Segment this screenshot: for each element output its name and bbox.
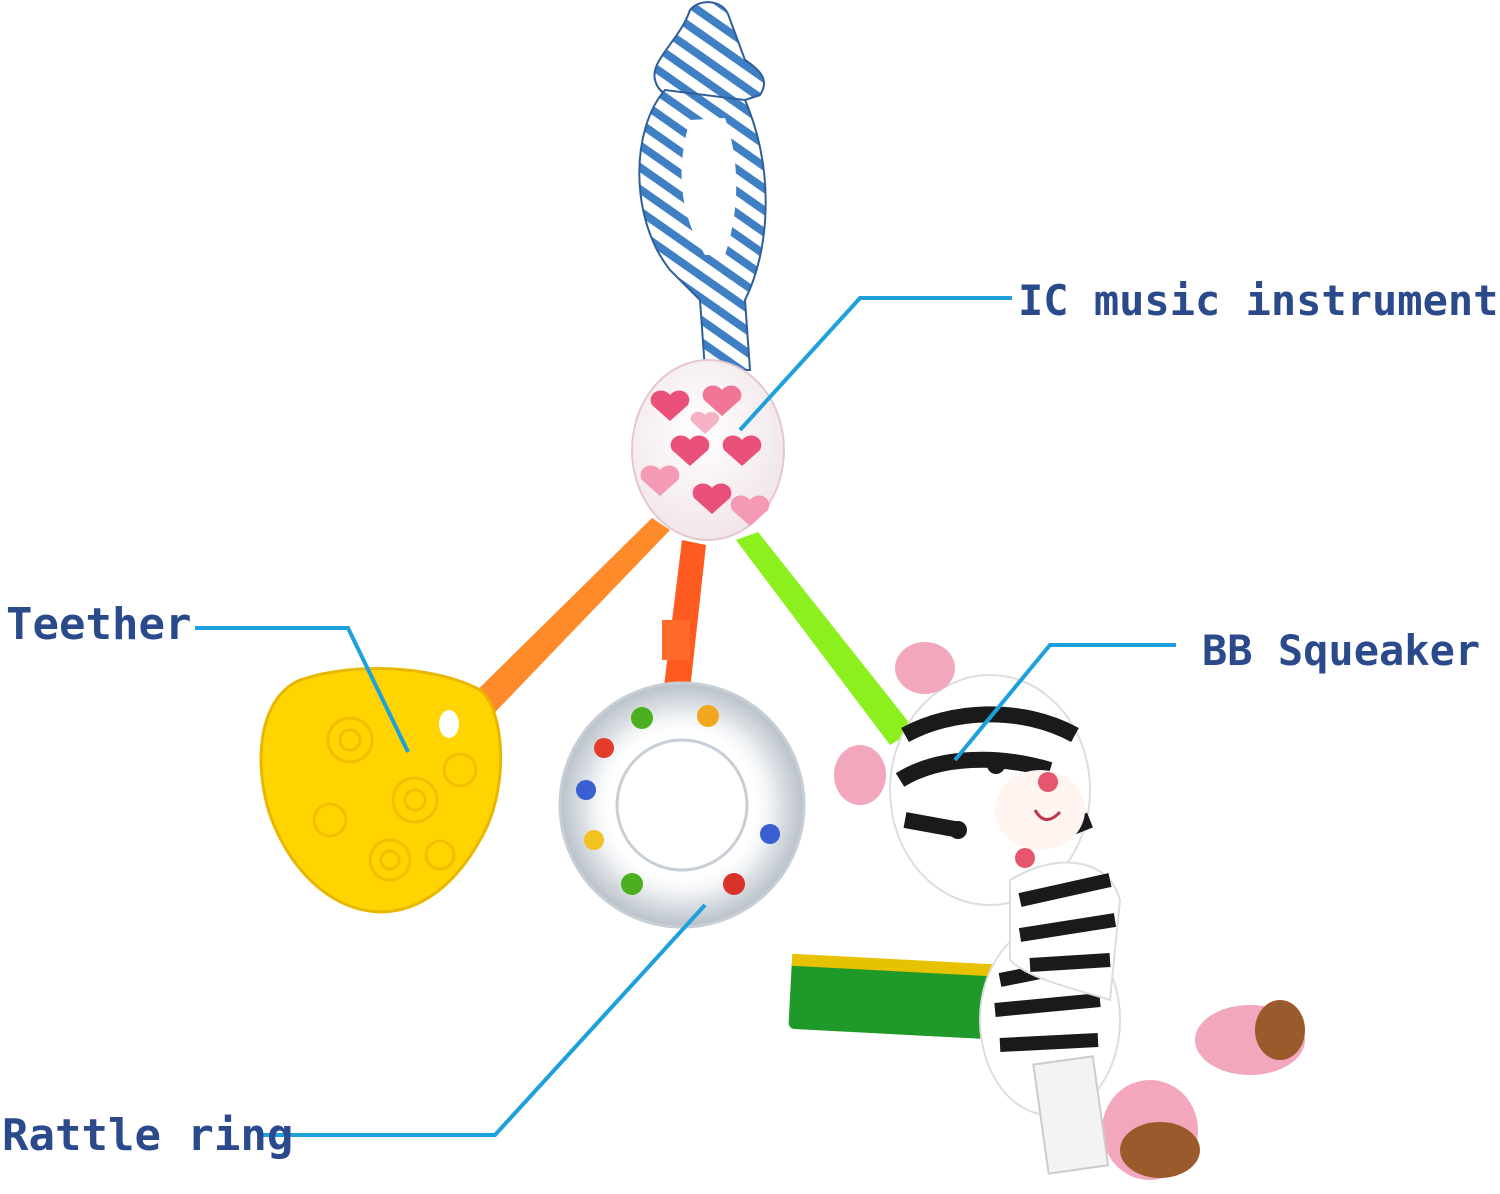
rattle-callout-line — [262, 903, 707, 1137]
bb-callout-line — [953, 643, 1176, 762]
teether-label: Teether — [6, 599, 192, 650]
teether-callout-line — [195, 626, 410, 753]
callout-lines — [195, 296, 1176, 1137]
ic-callout-line — [738, 296, 1012, 432]
ic-music-instrument-label: IC music instrument — [1018, 276, 1499, 325]
striped-strap — [638, 1, 767, 371]
rattle-ring-label: Rattle ring — [2, 1110, 294, 1161]
bb-squeaker-label: BB Squeaker — [1202, 626, 1481, 675]
ribbons — [455, 518, 915, 745]
heart-ball — [631, 359, 785, 541]
rattle-ring — [558, 681, 806, 929]
teether — [259, 667, 503, 914]
zebra-squeaker — [788, 642, 1305, 1180]
